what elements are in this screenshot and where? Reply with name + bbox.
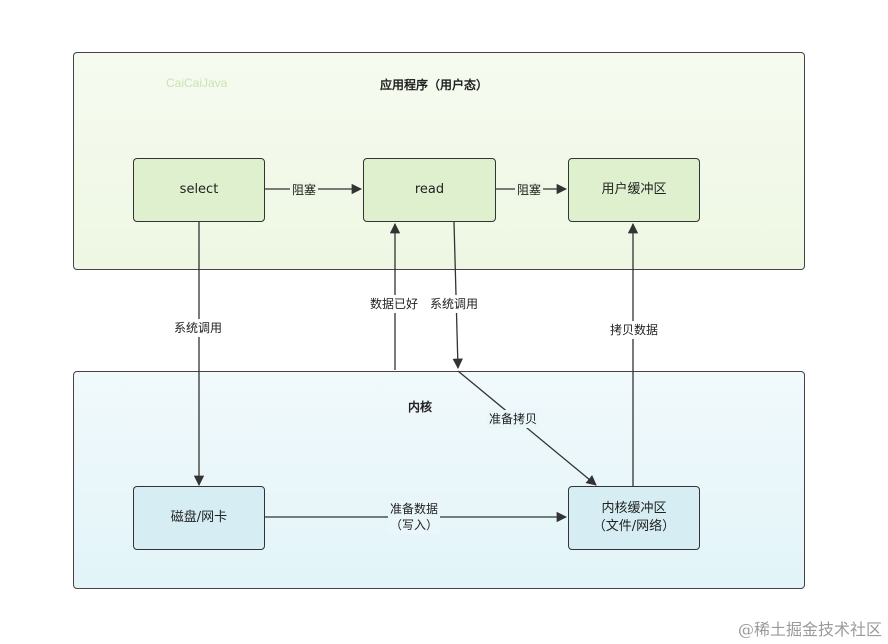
kernel-buffer-node: 内核缓冲区 （文件/网络）	[568, 486, 700, 550]
label-select-syscall: 系统调用	[172, 319, 225, 338]
watermark-text: CaiCaiJava	[166, 76, 228, 90]
label-read-syscall: 系统调用	[428, 295, 481, 314]
read-node: read	[363, 158, 496, 222]
select-node: select	[133, 158, 265, 222]
disk-nic-node: 磁盘/网卡	[133, 486, 265, 550]
label-prepare-data: 准备数据 （写入）	[388, 500, 441, 535]
label-data-ready: 数据已好	[368, 295, 421, 314]
label-select-read-blocking: 阻塞	[290, 181, 319, 200]
user-zone-title: 应用程序（用户态）	[380, 78, 489, 92]
kernel-zone-title: 内核	[408, 400, 433, 414]
user-buffer-node: 用户缓冲区	[568, 158, 700, 222]
label-copy-data: 拷贝数据	[608, 321, 661, 340]
label-read-userbuffer-blocking: 阻塞	[515, 181, 544, 200]
label-prepare-copy: 准备拷贝	[487, 410, 540, 429]
footer-watermark: @稀土掘金技术社区	[737, 620, 882, 639]
